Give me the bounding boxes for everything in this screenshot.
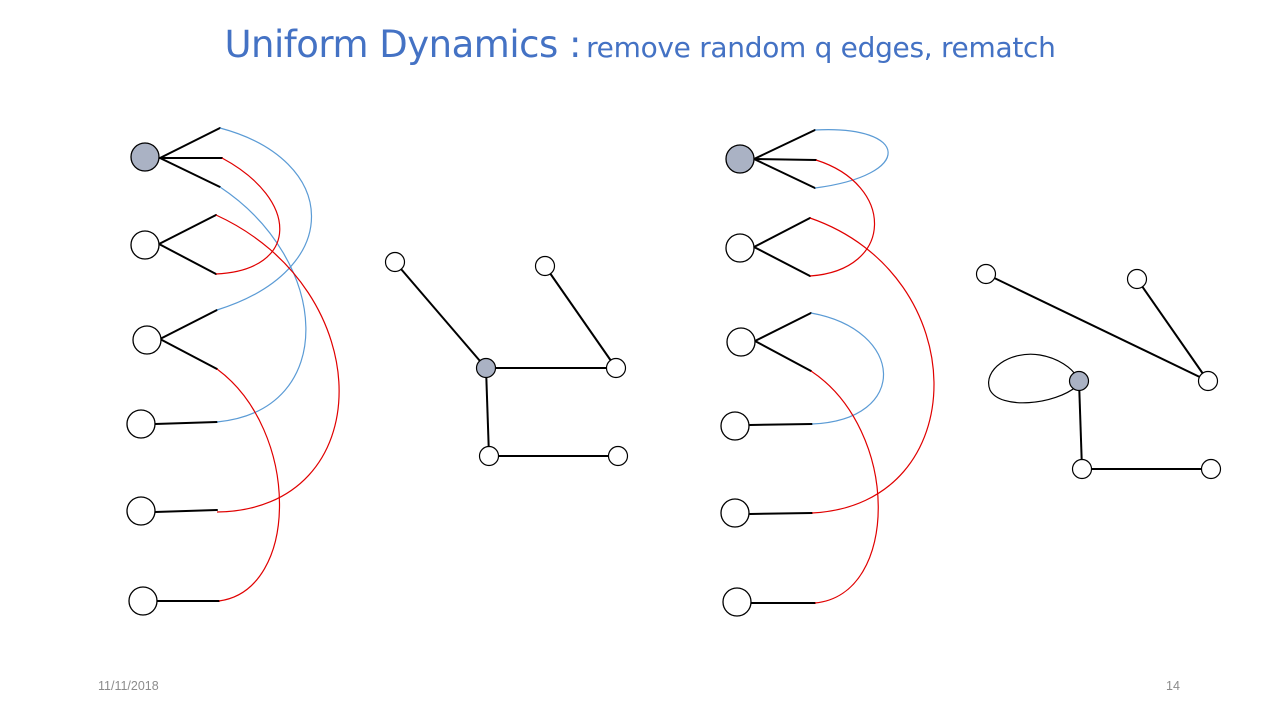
stub-edges xyxy=(154,127,223,602)
stub-edge xyxy=(753,158,816,189)
node xyxy=(726,327,756,357)
matched-edges-red xyxy=(215,157,340,602)
matched-edge-red xyxy=(215,214,340,513)
matched-edge-red xyxy=(809,159,876,277)
node xyxy=(132,325,162,355)
stub-edge xyxy=(154,509,218,513)
node xyxy=(725,233,755,263)
stub-edge xyxy=(159,157,221,188)
stub-edge xyxy=(753,158,817,161)
stub-edge xyxy=(158,214,217,245)
node xyxy=(720,411,750,441)
config-model-before xyxy=(126,127,340,616)
graph-node xyxy=(975,263,997,285)
slide-title: Uniform Dynamics : remove random q edges… xyxy=(0,23,1280,67)
graph-node xyxy=(1197,370,1219,392)
nodes xyxy=(720,144,756,617)
node xyxy=(126,409,156,439)
graph-node xyxy=(478,445,500,467)
graph-edges xyxy=(394,261,618,457)
matched-edges-blue xyxy=(216,127,313,423)
stub-edge xyxy=(749,423,813,426)
node xyxy=(722,587,752,617)
graph-edge xyxy=(1078,380,1083,470)
graph-nodes xyxy=(384,251,629,467)
highlighted-graph-node xyxy=(475,357,497,379)
graph-edges xyxy=(985,273,1211,470)
matched-edge-red xyxy=(810,370,879,604)
title-subtitle: remove random q edges, rematch xyxy=(586,31,1056,64)
graph-edge xyxy=(394,261,487,369)
stub-edge xyxy=(753,217,811,248)
stub-edge xyxy=(154,421,218,425)
config-model-after xyxy=(720,129,935,617)
node xyxy=(130,230,160,260)
graph-edge xyxy=(985,273,1209,382)
matched-edge-blue xyxy=(810,312,884,425)
matched-edges-red xyxy=(809,159,935,604)
stub-edge xyxy=(158,243,217,275)
graph-node xyxy=(384,251,406,273)
node xyxy=(126,496,156,526)
highlighted-node xyxy=(130,142,160,172)
node xyxy=(128,586,158,616)
result-graph-after xyxy=(975,263,1222,480)
node xyxy=(720,498,750,528)
page-number: 14 xyxy=(1166,679,1180,693)
graph-edge xyxy=(544,265,617,369)
stub-edge xyxy=(753,129,816,160)
self-loop-edge xyxy=(988,353,1078,404)
graph-node xyxy=(605,357,627,379)
graph-node xyxy=(1200,458,1222,480)
graph-nodes xyxy=(975,263,1222,480)
graph-node xyxy=(607,445,629,467)
stub-edge xyxy=(159,338,218,370)
stub-edge xyxy=(159,309,218,340)
stub-edge xyxy=(753,246,811,277)
highlighted-node xyxy=(725,144,755,174)
matched-edge-blue xyxy=(216,127,313,311)
matched-edges-blue xyxy=(810,129,889,425)
stub-edge xyxy=(754,312,812,342)
graph-edge xyxy=(485,367,490,457)
stub-edge xyxy=(749,512,813,515)
matched-edge-red xyxy=(216,368,280,602)
graph-edge xyxy=(1136,278,1209,382)
stub-edges xyxy=(749,129,817,604)
graph-node xyxy=(1071,458,1093,480)
graph-node xyxy=(534,255,556,277)
matched-edge-blue xyxy=(814,129,889,189)
matched-edge-blue xyxy=(216,186,307,423)
stub-edge xyxy=(754,340,812,372)
highlighted-graph-node xyxy=(1068,370,1090,392)
matched-edge-red xyxy=(215,157,281,275)
title-main: Uniform Dynamics : xyxy=(224,23,581,66)
footer-date: 11/11/2018 xyxy=(98,679,159,693)
matched-edge-red xyxy=(809,217,935,514)
result-graph-before xyxy=(384,251,629,467)
nodes xyxy=(126,142,162,616)
graph-node xyxy=(1126,268,1148,290)
stub-edge xyxy=(159,127,221,159)
